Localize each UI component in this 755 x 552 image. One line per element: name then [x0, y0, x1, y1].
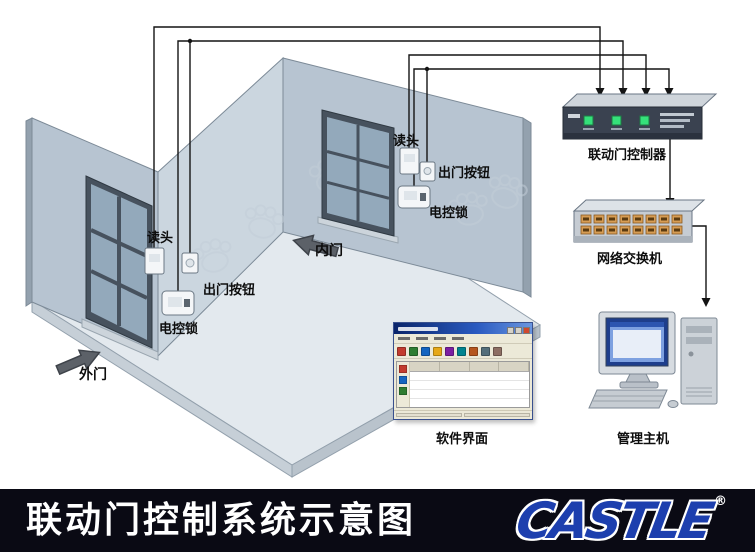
wall-right-cap	[522, 117, 532, 298]
maximize-button	[515, 327, 522, 334]
mouse	[667, 400, 679, 408]
wire-outer-reader	[153, 26, 601, 248]
software-window	[393, 322, 533, 420]
controller-led	[611, 115, 622, 126]
controller-led	[639, 115, 650, 126]
label-controller: 联动门控制器	[588, 148, 667, 163]
software-title-placeholder	[398, 326, 438, 331]
inner-door-graphic	[317, 109, 399, 244]
label-outer-reader: 读头	[147, 231, 174, 246]
software-titlebar	[394, 323, 532, 334]
wiring	[153, 26, 711, 307]
wire-switch-host	[692, 225, 707, 298]
label-inner-exit-button: 出门按钮	[438, 166, 491, 181]
wall-left-cap	[25, 117, 33, 307]
network-switch-device	[572, 199, 706, 243]
minimize-button	[507, 327, 514, 334]
brand-logo: CASTLE ®	[512, 492, 727, 550]
software-list-row	[410, 390, 529, 399]
door-controller-device	[561, 93, 718, 140]
software-statusbar	[394, 410, 532, 419]
label-inner-door: 内门	[315, 243, 343, 259]
software-side-rail	[397, 362, 410, 407]
switch-top	[572, 199, 706, 212]
label-inner-reader: 读头	[393, 134, 420, 149]
label-outer-door: 外门	[79, 367, 107, 383]
software-content	[396, 361, 530, 408]
registered-mark-icon: ®	[714, 494, 727, 509]
wire-inner-lock	[413, 68, 670, 186]
outer-door-graphic	[81, 175, 159, 361]
keyboard	[588, 389, 668, 409]
software-list	[410, 362, 529, 407]
management-host-device	[588, 311, 718, 409]
close-button	[523, 327, 530, 334]
controller-led	[583, 115, 594, 126]
wire-outer-lock	[177, 40, 624, 291]
brand-logo-text: CASTLE	[512, 492, 717, 550]
label-inner-lock: 电控锁	[429, 206, 469, 221]
outer-door-step	[81, 318, 159, 361]
label-outer-exit-button: 出门按钮	[203, 283, 256, 298]
label-network-switch: 网络交换机	[597, 252, 663, 267]
footer-bar: 联动门控制系统示意图 CASTLE ®	[0, 489, 755, 552]
window-controls	[506, 319, 530, 338]
footer-title: 联动门控制系统示意图	[26, 499, 417, 541]
software-list-row	[410, 372, 529, 381]
label-software-ui: 软件界面	[436, 432, 489, 447]
monitor-stand	[625, 373, 651, 383]
software-list-row	[410, 381, 529, 390]
software-menubar	[394, 334, 532, 344]
wire-inner-reader	[408, 54, 647, 148]
software-list-header	[410, 362, 529, 372]
software-toolbar	[394, 344, 532, 359]
label-outer-lock: 电控锁	[159, 322, 199, 337]
software-list-row	[410, 399, 529, 407]
controller-top	[561, 93, 718, 108]
access-devices	[144, 147, 436, 316]
label-management-host: 管理主机	[617, 432, 670, 447]
